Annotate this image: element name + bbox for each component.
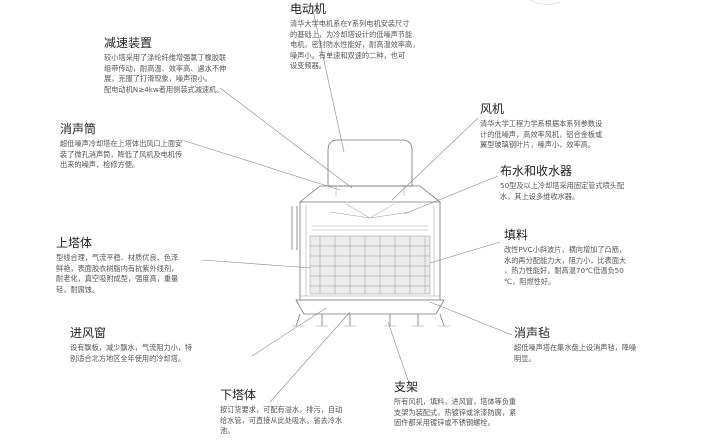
lower-basin [295,299,445,315]
motor-housing [327,139,413,187]
decorative-swoosh [529,0,561,5]
callout-fan: 风机 清华大学工程力学系根据本系列参数设 计的低噪声，高效率风机，铝合金板或 翼… [480,102,670,151]
callout-title: 进风窗 [70,326,107,340]
fill-media [309,235,431,295]
callout-reducer: 减速装置 较小塔采用了涤纶纤维增强氯丁橡胶联 组带传动，耐高温、效率高、遇水不伸… [104,36,294,95]
callout-desc: 50型及以上冷却塔采用固定管式喷头配 水，其上设多维收水器。 [500,181,625,201]
upper-body [299,202,441,300]
leader-support [387,321,411,387]
callout-support: 支架 所有风机，填料，进风窗，塔体等负重 支架为装配式，热镀锌或涂漆防腐，紧 固… [394,380,569,429]
callout-lower-body: 下塔体 按订货要求，可配有溢水，排污，自动 给水管，可直接从此处吸水，省去冷水 … [220,388,380,437]
callout-title: 上塔体 [56,236,93,250]
support-legs [295,313,445,327]
callout-title: 支架 [394,380,419,394]
leader-fan [391,117,479,201]
callout-desc: 所有风机，填料，进风窗，塔体等负重 支架为装配式，热镀锌或涂漆防腐，紧 固件都采… [394,397,517,427]
callout-muffler: 消声筒 超低噪声冷却塔在上塔体出风口上面安 装了微孔消声筒，降低了风机及电机传 … [60,122,250,171]
callout-title: 减速装置 [104,36,153,50]
leader-distributor [403,175,499,215]
callout-title: 填料 [504,228,529,242]
inlet-louvers [300,295,440,301]
leader-inlet [251,307,327,357]
callout-title: 消声筒 [60,122,97,136]
callout-title: 消声毡 [514,326,551,340]
top-cap [298,185,442,203]
callout-desc: 按订货要求，可配有溢水，排污，自动 给水管，可直接从此处吸水，省去冷水 池。 [220,405,343,435]
leader-motor [311,5,345,153]
callout-desc: 清华大学电机系在Y系列电机安装尺寸 的基础上，为冷却塔设计的低噪声节能 电机，密… [290,19,420,70]
callout-title: 下塔体 [220,388,257,402]
leader-upper-body [201,259,313,269]
callout-desc: 改性PVC小斜波片，横向增加了凸筋， 水的再分配能力大，阻力小，比表面大 ，热力… [504,245,627,286]
cooling-tower [291,139,450,327]
callout-desc: 超低噪声塔在集水盘上设消声毡，降噪 明显。 [514,343,637,363]
leader-muffler [181,139,341,191]
leader-mat [429,301,513,336]
callout-motor: 电动机 清华大学电机系在Y系列电机安装尺寸 的基础上，为冷却塔设计的低噪声节能 … [290,2,470,72]
callout-distributor: 布水和收水器 50型及以上冷却塔采用固定管式喷头配 水，其上设多维收水器。 [500,164,695,202]
inlet-pipe [291,206,298,250]
callout-desc: 超低噪声冷却塔在上塔体出风口上面安 装了微孔消声筒，降低了风机及电机传 出来的噪… [60,139,183,169]
leader-reducer [219,87,353,189]
callout-desc: 清华大学工程力学系根据本系列参数设 计的低噪声，高效率风机，铝合金板或 翼型玻璃… [480,119,603,149]
callout-desc: 设有飘板，减少飘水，气流阻力小，特 别适合北方地区全年使用的冷却塔。 [70,343,193,363]
leader-lower-body [269,311,351,403]
leader-fill [419,241,501,267]
callout-desc: 型线合理，气流平稳、材质优良、色泽 鲜艳，表面胶衣树脂内有抗紫外线剂， 耐老化，… [56,253,179,294]
leader-lines [181,5,513,403]
callout-upper-body: 上塔体 型线合理，气流平稳、材质优良、色泽 鲜艳，表面胶衣树脂内有抗紫外线剂， … [56,236,236,295]
callout-title: 布水和收水器 [500,164,573,178]
callout-inlet-window: 进风窗 设有飘板，减少飘水，气流阻力小，特 别适合北方地区全年使用的冷却塔。 [70,326,260,364]
callout-title: 风机 [480,102,505,116]
distributor-pipe [312,225,428,231]
callout-fill: 填料 改性PVC小斜波片，横向增加了凸筋， 水的再分配能力大，阻力小，比表面大 … [504,228,694,287]
callout-mat: 消声毡 超低噪声塔在集水盘上设消声毡，降噪 明显。 [514,326,704,364]
fan-blades [329,203,411,219]
callout-title: 电动机 [290,2,327,16]
callout-desc: 较小塔采用了涤纶纤维增强氯丁橡胶联 组带传动，耐高温、效率高、遇水不伸 展，克服… [104,53,227,94]
